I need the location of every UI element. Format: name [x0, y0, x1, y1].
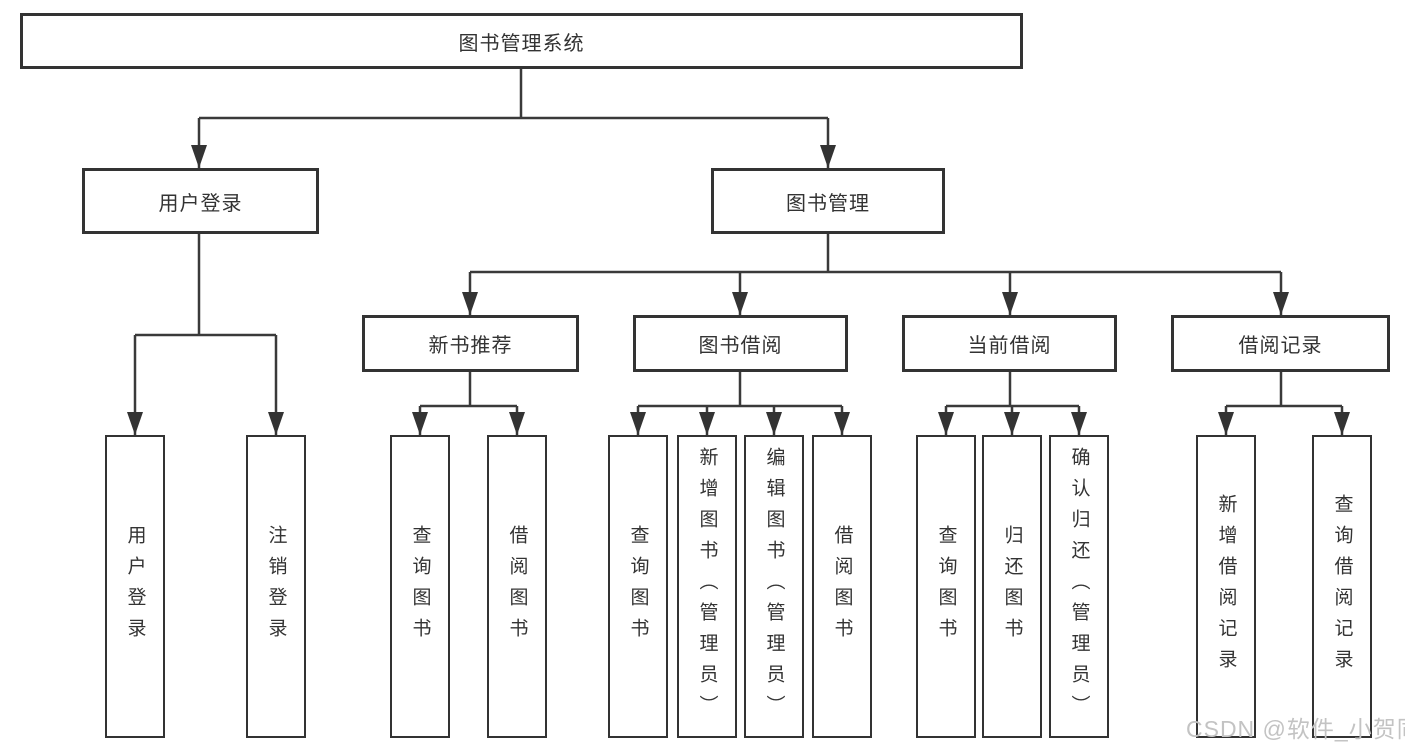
leaf-borrow-books: 借阅图书 [812, 435, 872, 738]
connector-modules-to-leaves [418, 372, 1344, 435]
leaf-edit-books-admin: 编辑图书（管理员） [744, 435, 804, 738]
node-book-borrowing: 图书借阅 [633, 315, 848, 372]
leaf-user-login: 用户登录 [105, 435, 165, 738]
node-root-library-system: 图书管理系统 [20, 13, 1023, 69]
connector-bookmgmt-to-level3 [468, 234, 1283, 315]
node-borrowing-records: 借阅记录 [1171, 315, 1390, 372]
connector-userlogin-to-leaves [133, 234, 278, 435]
node-new-book-recommendation: 新书推荐 [362, 315, 579, 372]
leaf-add-books-admin: 新增图书（管理员） [677, 435, 737, 738]
node-book-management: 图书管理 [711, 168, 945, 234]
arrowheads [127, 145, 1350, 435]
leaf-query-borrow-record: 查询借阅记录 [1312, 435, 1372, 738]
leaf-add-borrow-record: 新增借阅记录 [1196, 435, 1256, 738]
leaf-query-books-recommend: 查询图书 [390, 435, 450, 738]
leaf-return-books: 归还图书 [982, 435, 1042, 738]
leaf-borrow-books-recommend: 借阅图书 [487, 435, 547, 738]
leaf-query-books-borrowing: 查询图书 [608, 435, 668, 738]
csdn-watermark: CSDN @软件_小贺同学 [1186, 716, 1405, 742]
connector-root-to-level2 [197, 69, 830, 168]
leaf-logout: 注销登录 [246, 435, 306, 738]
node-user-login: 用户登录 [82, 168, 319, 234]
leaf-query-books-current: 查询图书 [916, 435, 976, 738]
node-current-borrowing: 当前借阅 [902, 315, 1117, 372]
leaf-confirm-return-admin: 确认归还（管理员） [1049, 435, 1109, 738]
